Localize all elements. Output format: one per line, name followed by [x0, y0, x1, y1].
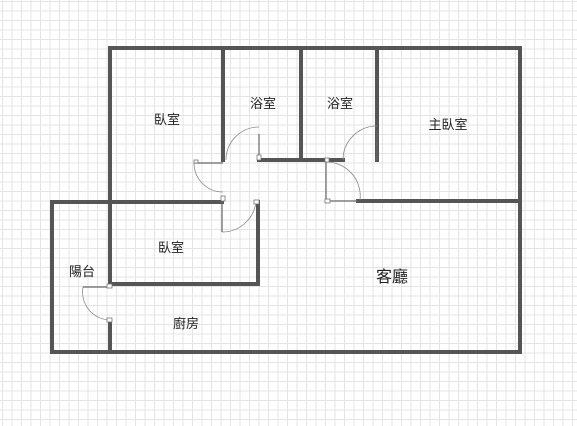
- label-balcony: 陽台: [69, 265, 95, 280]
- doors: [82, 125, 378, 323]
- label-bedroom-lower: 臥室: [158, 240, 184, 256]
- door-bath-right: [324, 125, 378, 163]
- door-upper-bedroom: [193, 159, 226, 202]
- room-labels: 臥室 浴室 浴室 主臥室 臥室 陽台 客廳 廚房: [69, 96, 468, 332]
- walls: [50, 46, 522, 354]
- label-bath-left: 浴室: [250, 96, 276, 112]
- door-lower-bedroom: [221, 199, 260, 233]
- label-kitchen: 廚房: [173, 316, 199, 332]
- label-living-room: 客廳: [376, 267, 408, 286]
- door-balcony: [82, 283, 113, 323]
- label-bath-right: 浴室: [327, 96, 353, 112]
- door-master-bedroom: [324, 161, 361, 204]
- label-master-bedroom: 主臥室: [428, 117, 467, 133]
- label-bedroom-upper: 臥室: [154, 112, 180, 128]
- door-bath-left: [225, 126, 262, 161]
